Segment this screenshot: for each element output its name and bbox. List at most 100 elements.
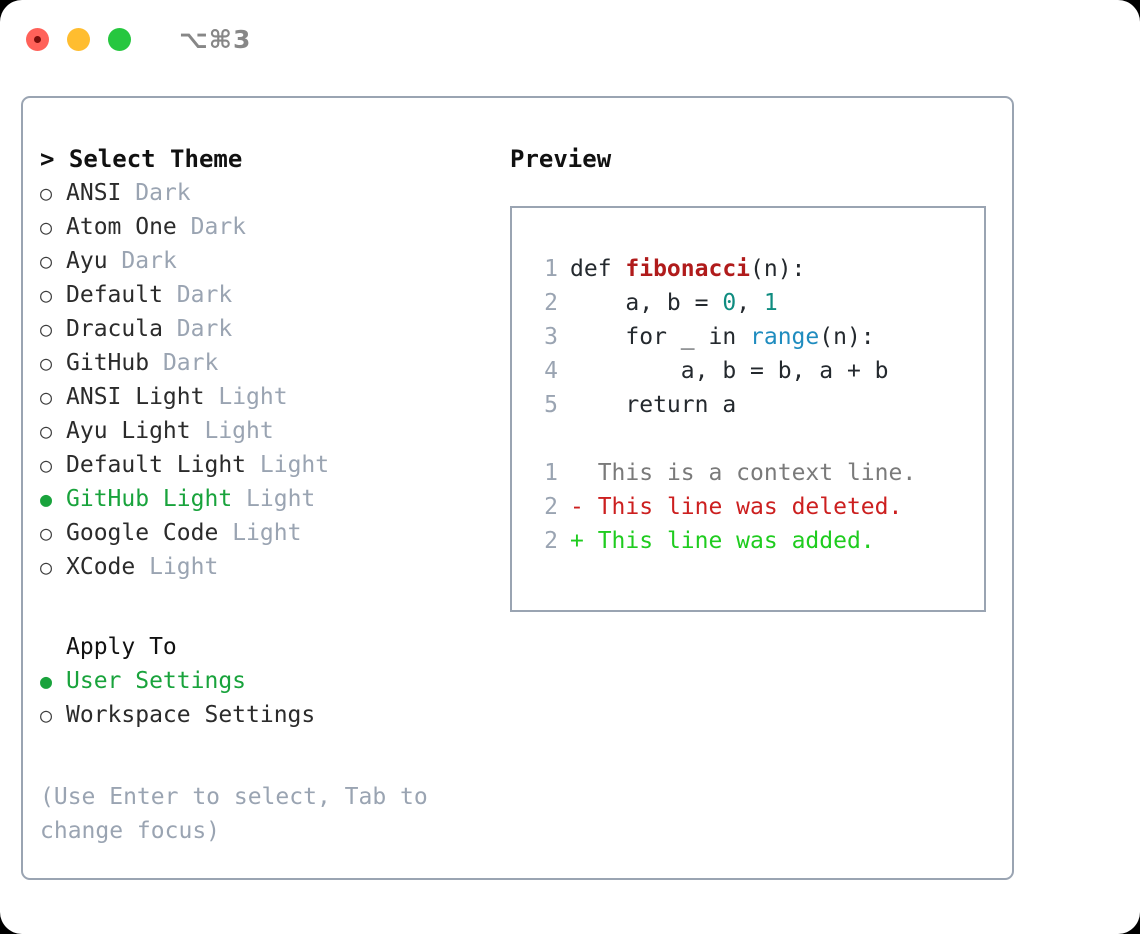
radio-unselected-icon: ○ — [40, 419, 53, 443]
preview-title: Preview — [510, 145, 612, 173]
diff-sample: 1 This is a context line.2- This line wa… — [528, 456, 984, 558]
diff-line-text: This line was deleted. — [597, 494, 903, 520]
code-token-plain: for _ in — [570, 324, 751, 350]
code-line: 3 for _ in range(n): — [528, 320, 984, 354]
apply-to-option-label: Workspace Settings — [66, 702, 316, 728]
theme-option-ayu[interactable]: ○ Ayu Dark — [40, 244, 500, 278]
diff-line-add: 2 + This line was added. — [528, 524, 984, 558]
code-line-content: for _ in range(n): — [570, 320, 875, 354]
code-line-content: a, b = b, a + b — [570, 354, 889, 388]
theme-option-github-light[interactable]: ● GitHub Light Light — [40, 482, 500, 516]
apply-to-option-list: ●User Settings○Workspace Settings — [40, 664, 500, 732]
theme-variant-badge: Dark — [162, 350, 219, 376]
code-diff-separator — [528, 422, 984, 456]
code-line-number: 1 — [544, 256, 558, 282]
code-line: 5 return a — [528, 388, 984, 422]
code-token-plain: (n): — [750, 256, 806, 282]
apply-to-option-user-settings[interactable]: ●User Settings — [40, 664, 500, 698]
window-controls — [26, 27, 131, 51]
theme-variant-badge: Light — [232, 520, 302, 546]
theme-option-label: XCode — [66, 554, 136, 580]
radio-unselected-icon: ○ — [40, 351, 53, 375]
diff-line-del: 2- This line was deleted. — [528, 490, 984, 524]
theme-variant-badge: Dark — [121, 248, 177, 274]
code-line-content: return a — [570, 388, 736, 422]
code-line: 1 def fibonacci(n): — [528, 252, 984, 286]
code-line: 2 a, b = 0, 1 — [528, 286, 984, 320]
theme-option-label: Ayu — [66, 248, 108, 274]
theme-variant-badge: Light — [218, 384, 288, 410]
theme-option-xcode[interactable]: ○ XCode Light — [40, 550, 500, 584]
theme-option-label: GitHub Light — [66, 486, 233, 512]
radio-unselected-icon: ○ — [40, 555, 53, 579]
theme-option-label: Default — [66, 282, 163, 308]
theme-option-label: ANSI Light — [66, 384, 205, 410]
apply-to-option-label: User Settings — [66, 668, 247, 694]
code-line-content: def fibonacci(n): — [570, 252, 805, 286]
keyboard-hint-text: (Use Enter to select, Tab to change focu… — [40, 784, 442, 844]
code-token-num: 1 — [763, 290, 778, 316]
code-line-number: 2 — [544, 290, 558, 316]
theme-option-label: Default Light — [66, 452, 247, 478]
radio-unselected-icon: ○ — [40, 521, 53, 545]
radio-unselected-icon: ○ — [40, 385, 53, 409]
code-line-number: 4 — [544, 358, 558, 384]
radio-unselected-icon: ○ — [40, 215, 53, 239]
minimize-button[interactable] — [67, 27, 90, 51]
theme-variant-badge: Light — [259, 452, 330, 478]
theme-option-ansi[interactable]: ○ ANSI Dark — [40, 176, 500, 210]
code-token-num: 0 — [722, 290, 737, 316]
theme-option-label: Ayu Light — [66, 418, 191, 444]
theme-option-atom-one[interactable]: ○Atom One Dark — [40, 210, 500, 244]
theme-selection-panel: > Select Theme ○ANSI Dark○Atom One Dark○… — [40, 142, 500, 848]
select-theme-heading: > Select Theme — [40, 145, 243, 173]
theme-picker-card: > Select Theme ○ANSI Dark○Atom One Dark○… — [21, 96, 1014, 880]
theme-variant-badge: Light — [149, 554, 219, 580]
theme-option-default-light[interactable]: ○ Default Light Light — [40, 448, 500, 482]
diff-marker-icon: - — [570, 494, 598, 520]
theme-option-list: ○ANSI Dark○Atom One Dark○Ayu Dark○Defaul… — [40, 176, 500, 584]
theme-option-google-code[interactable]: ○ Google Code Light — [40, 516, 500, 550]
title-bar: ⌥⌘3 — [0, 0, 1140, 78]
code-token-plain: (n): — [819, 324, 875, 350]
code-token-plain: a, b = b, a + b — [570, 358, 889, 384]
theme-option-label: Google Code — [66, 520, 219, 546]
theme-option-label: GitHub — [66, 350, 150, 376]
theme-option-github[interactable]: ○ GitHub Dark — [40, 346, 500, 380]
maximize-button[interactable] — [108, 27, 131, 51]
diff-marker-icon: + — [570, 528, 598, 554]
theme-option-default[interactable]: ○Default Dark — [40, 278, 500, 312]
code-line: 4 a, b = b, a + b — [528, 354, 984, 388]
theme-option-ayu-light[interactable]: ○ Ayu Light Light — [40, 414, 500, 448]
theme-option-ansi-light[interactable]: ○ ANSI Light Light — [40, 380, 500, 414]
radio-unselected-icon: ○ — [40, 453, 53, 477]
radio-unselected-icon: ○ — [40, 181, 53, 205]
keyboard-shortcut-label: ⌥⌘3 — [179, 24, 252, 54]
diff-line-number: 1 — [544, 460, 558, 486]
theme-option-label: Atom One — [66, 214, 177, 240]
radio-selected-icon: ● — [40, 487, 53, 511]
theme-option-dracula[interactable]: ○Dracula Dark — [40, 312, 500, 346]
diff-line-number: 2 — [544, 528, 558, 554]
radio-unselected-icon: ○ — [40, 249, 53, 273]
apply-to-heading: Apply To — [66, 634, 177, 660]
apply-to-option-workspace-settings[interactable]: ○Workspace Settings — [40, 698, 500, 732]
theme-option-label: ANSI — [66, 180, 122, 206]
code-token-call: range — [750, 324, 820, 350]
close-button[interactable] — [26, 27, 49, 51]
theme-variant-badge: Light — [204, 418, 274, 444]
theme-variant-badge: Dark — [135, 180, 191, 206]
theme-option-label: Dracula — [66, 316, 163, 342]
theme-variant-badge: Light — [246, 486, 316, 512]
diff-marker-icon — [570, 456, 598, 490]
code-token-plain: def — [570, 256, 626, 282]
code-line-number: 5 — [544, 392, 558, 418]
code-token-plain: return a — [570, 392, 737, 418]
code-token-plain: , — [736, 290, 764, 316]
code-line-number: 3 — [544, 324, 558, 350]
theme-variant-badge: Dark — [176, 282, 233, 308]
diff-line-text: This line was added. — [597, 528, 875, 554]
